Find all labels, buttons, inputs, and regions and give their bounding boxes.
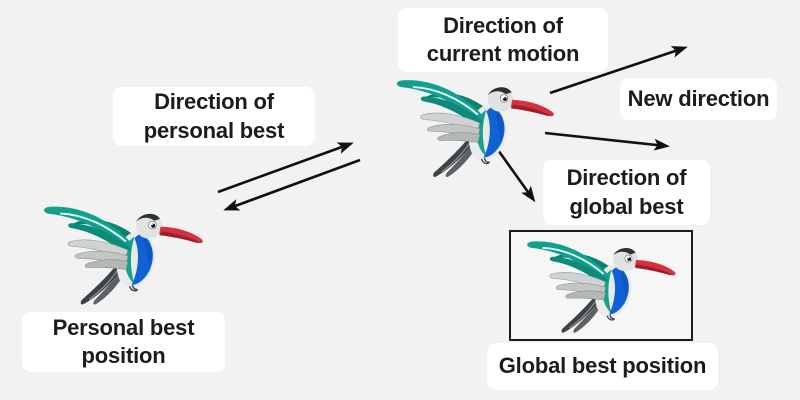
label-global-best-position: Global best position — [487, 343, 718, 390]
hummingbird-personal-best-icon — [40, 202, 206, 308]
label-direction-of-global-best: Direction of global best — [543, 160, 710, 225]
hummingbird-global-best-icon — [521, 237, 681, 336]
label-new-direction: New direction — [620, 78, 777, 120]
label-personal-best-position: Personal best position — [22, 312, 225, 372]
arrow-new-direction-icon — [544, 131, 670, 151]
hummingbird-current-position-icon — [394, 74, 556, 182]
arrow-personal-best-forward-icon — [217, 142, 354, 194]
arrow-personal-best-back-icon — [223, 158, 361, 211]
label-direction-of-current-motion: Direction of current motion — [398, 8, 608, 72]
label-direction-of-personal-best: Direction of personal best — [113, 87, 315, 146]
